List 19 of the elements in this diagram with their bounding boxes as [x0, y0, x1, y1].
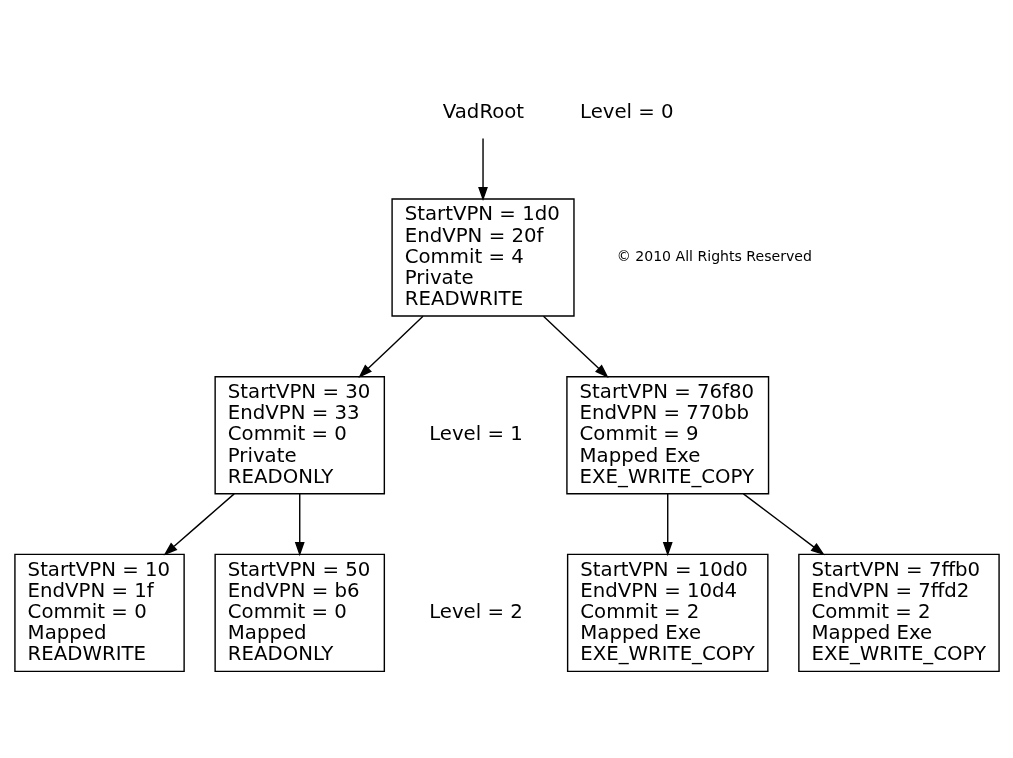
label: © 2010 All Rights Reserved: [616, 247, 812, 264]
node-box: StartVPN = 50 EndVPN = b6 Commit = 0 Mapped READONLY: [213, 553, 385, 672]
arrow: [294, 492, 305, 556]
arrow: [357, 315, 424, 378]
node-box: StartVPN = 30 EndVPN = 33 Commit = 0 Private READONLY: [213, 375, 385, 494]
node-box: StartVPN = 7ffb0 EndVPN = 7ffd2 Commit = 2 Mapped Exe EXE_WRITE_COPY: [797, 553, 1000, 672]
node-box: StartVPN = 10d0 EndVPN = 10d4 Commit = 2 Mapped Exe EXE_WRITE_COPY: [566, 553, 769, 672]
node-box: StartVPN = 10 EndVPN = 1f Commit = 0 Mapped READWRITE: [13, 553, 185, 672]
node-box: StartVPN = 1d0 EndVPN = 20f Commit = 4 Private READWRITE: [390, 197, 575, 317]
label: Level = 2: [428, 599, 523, 623]
label: Level = 0: [579, 99, 674, 123]
node-text: VadRoot: [442, 99, 524, 123]
label: Level = 1: [428, 421, 523, 445]
arrow: [163, 492, 235, 555]
arrow: [477, 137, 488, 201]
arrow: [662, 492, 673, 556]
arrow: [742, 492, 825, 555]
node-box: StartVPN = 76f80 EndVPN = 770bb Commit = 9 Mapped Exe EXE_WRITE_COPY: [565, 375, 769, 494]
arrow: [542, 315, 609, 378]
